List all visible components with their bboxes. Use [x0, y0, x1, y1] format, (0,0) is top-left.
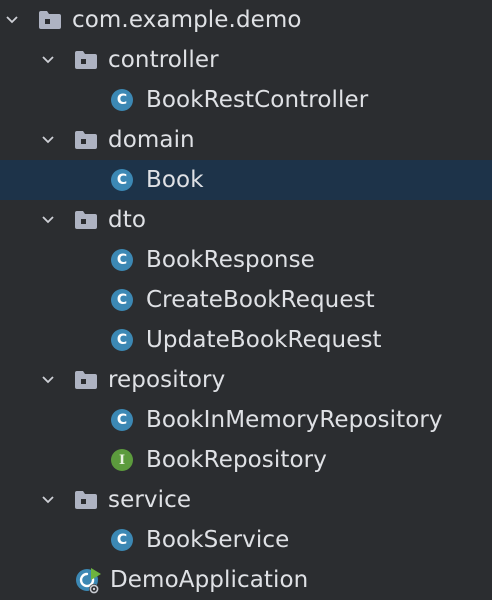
package-folder-icon: [74, 128, 98, 152]
tree-node-label: BookRestController: [146, 87, 369, 113]
tree-node-update-book-request[interactable]: C UpdateBookRequest: [0, 320, 492, 360]
spring-boot-application-icon: [74, 565, 104, 595]
tree-node-book-service[interactable]: C BookService: [0, 520, 492, 560]
class-icon: C: [110, 248, 134, 272]
tree-node-create-book-request[interactable]: C CreateBookRequest: [0, 280, 492, 320]
tree-node-label: domain: [108, 127, 195, 153]
chevron-down-icon[interactable]: [40, 52, 56, 68]
package-folder-icon: [74, 48, 98, 72]
tree-node-demo-application[interactable]: DemoApplication: [0, 560, 492, 600]
tree-node-dto[interactable]: dto: [0, 200, 492, 240]
chevron-down-icon[interactable]: [40, 212, 56, 228]
tree-node-book-in-memory-repository[interactable]: C BookInMemoryRepository: [0, 400, 492, 440]
class-icon: C: [110, 328, 134, 352]
package-folder-icon: [74, 208, 98, 232]
tree-node-label: service: [108, 487, 192, 513]
interface-icon: I: [110, 448, 134, 472]
class-icon: C: [110, 408, 134, 432]
tree-node-label: CreateBookRequest: [146, 287, 375, 313]
class-badge-letter: C: [111, 89, 133, 111]
class-badge-letter: C: [111, 169, 133, 191]
tree-node-label: BookRepository: [146, 447, 327, 473]
tree-node-label: Book: [146, 167, 204, 193]
tree-node-label: BookService: [146, 527, 290, 553]
interface-badge-letter: I: [111, 449, 133, 471]
tree-node-label: com.example.demo: [72, 7, 302, 33]
chevron-down-icon[interactable]: [4, 12, 20, 28]
tree-node-label: BookInMemoryRepository: [146, 407, 443, 433]
class-icon: C: [110, 528, 134, 552]
class-icon: C: [110, 88, 134, 112]
tree-node-label: DemoApplication: [110, 567, 309, 593]
tree-node-domain[interactable]: domain: [0, 120, 492, 160]
package-folder-icon: [74, 488, 98, 512]
package-folder-icon: [74, 368, 98, 392]
tree-node-label: controller: [108, 47, 219, 73]
tree-node-book-rest-controller[interactable]: C BookRestController: [0, 80, 492, 120]
class-icon: C: [110, 168, 134, 192]
tree-node-label: UpdateBookRequest: [146, 327, 382, 353]
tree-node-repository[interactable]: repository: [0, 360, 492, 400]
tree-node-label: BookResponse: [146, 247, 315, 273]
class-icon: C: [110, 288, 134, 312]
tree-node-book[interactable]: C Book: [0, 160, 492, 200]
class-badge-letter: C: [111, 529, 133, 551]
tree-node-book-response[interactable]: C BookResponse: [0, 240, 492, 280]
package-folder-icon: [38, 8, 62, 32]
tree-node-label: dto: [108, 207, 146, 233]
tree-node-com-example-demo[interactable]: com.example.demo: [0, 0, 492, 40]
chevron-down-icon[interactable]: [40, 372, 56, 388]
class-badge-letter: C: [111, 289, 133, 311]
tree-node-label: repository: [108, 367, 226, 393]
class-badge-letter: C: [111, 329, 133, 351]
chevron-down-icon[interactable]: [40, 132, 56, 148]
chevron-down-icon[interactable]: [40, 492, 56, 508]
tree-node-controller[interactable]: controller: [0, 40, 492, 80]
class-badge-letter: C: [111, 409, 133, 431]
tree-node-book-repository[interactable]: I BookRepository: [0, 440, 492, 480]
class-badge-letter: C: [111, 249, 133, 271]
tree-node-service[interactable]: service: [0, 480, 492, 520]
